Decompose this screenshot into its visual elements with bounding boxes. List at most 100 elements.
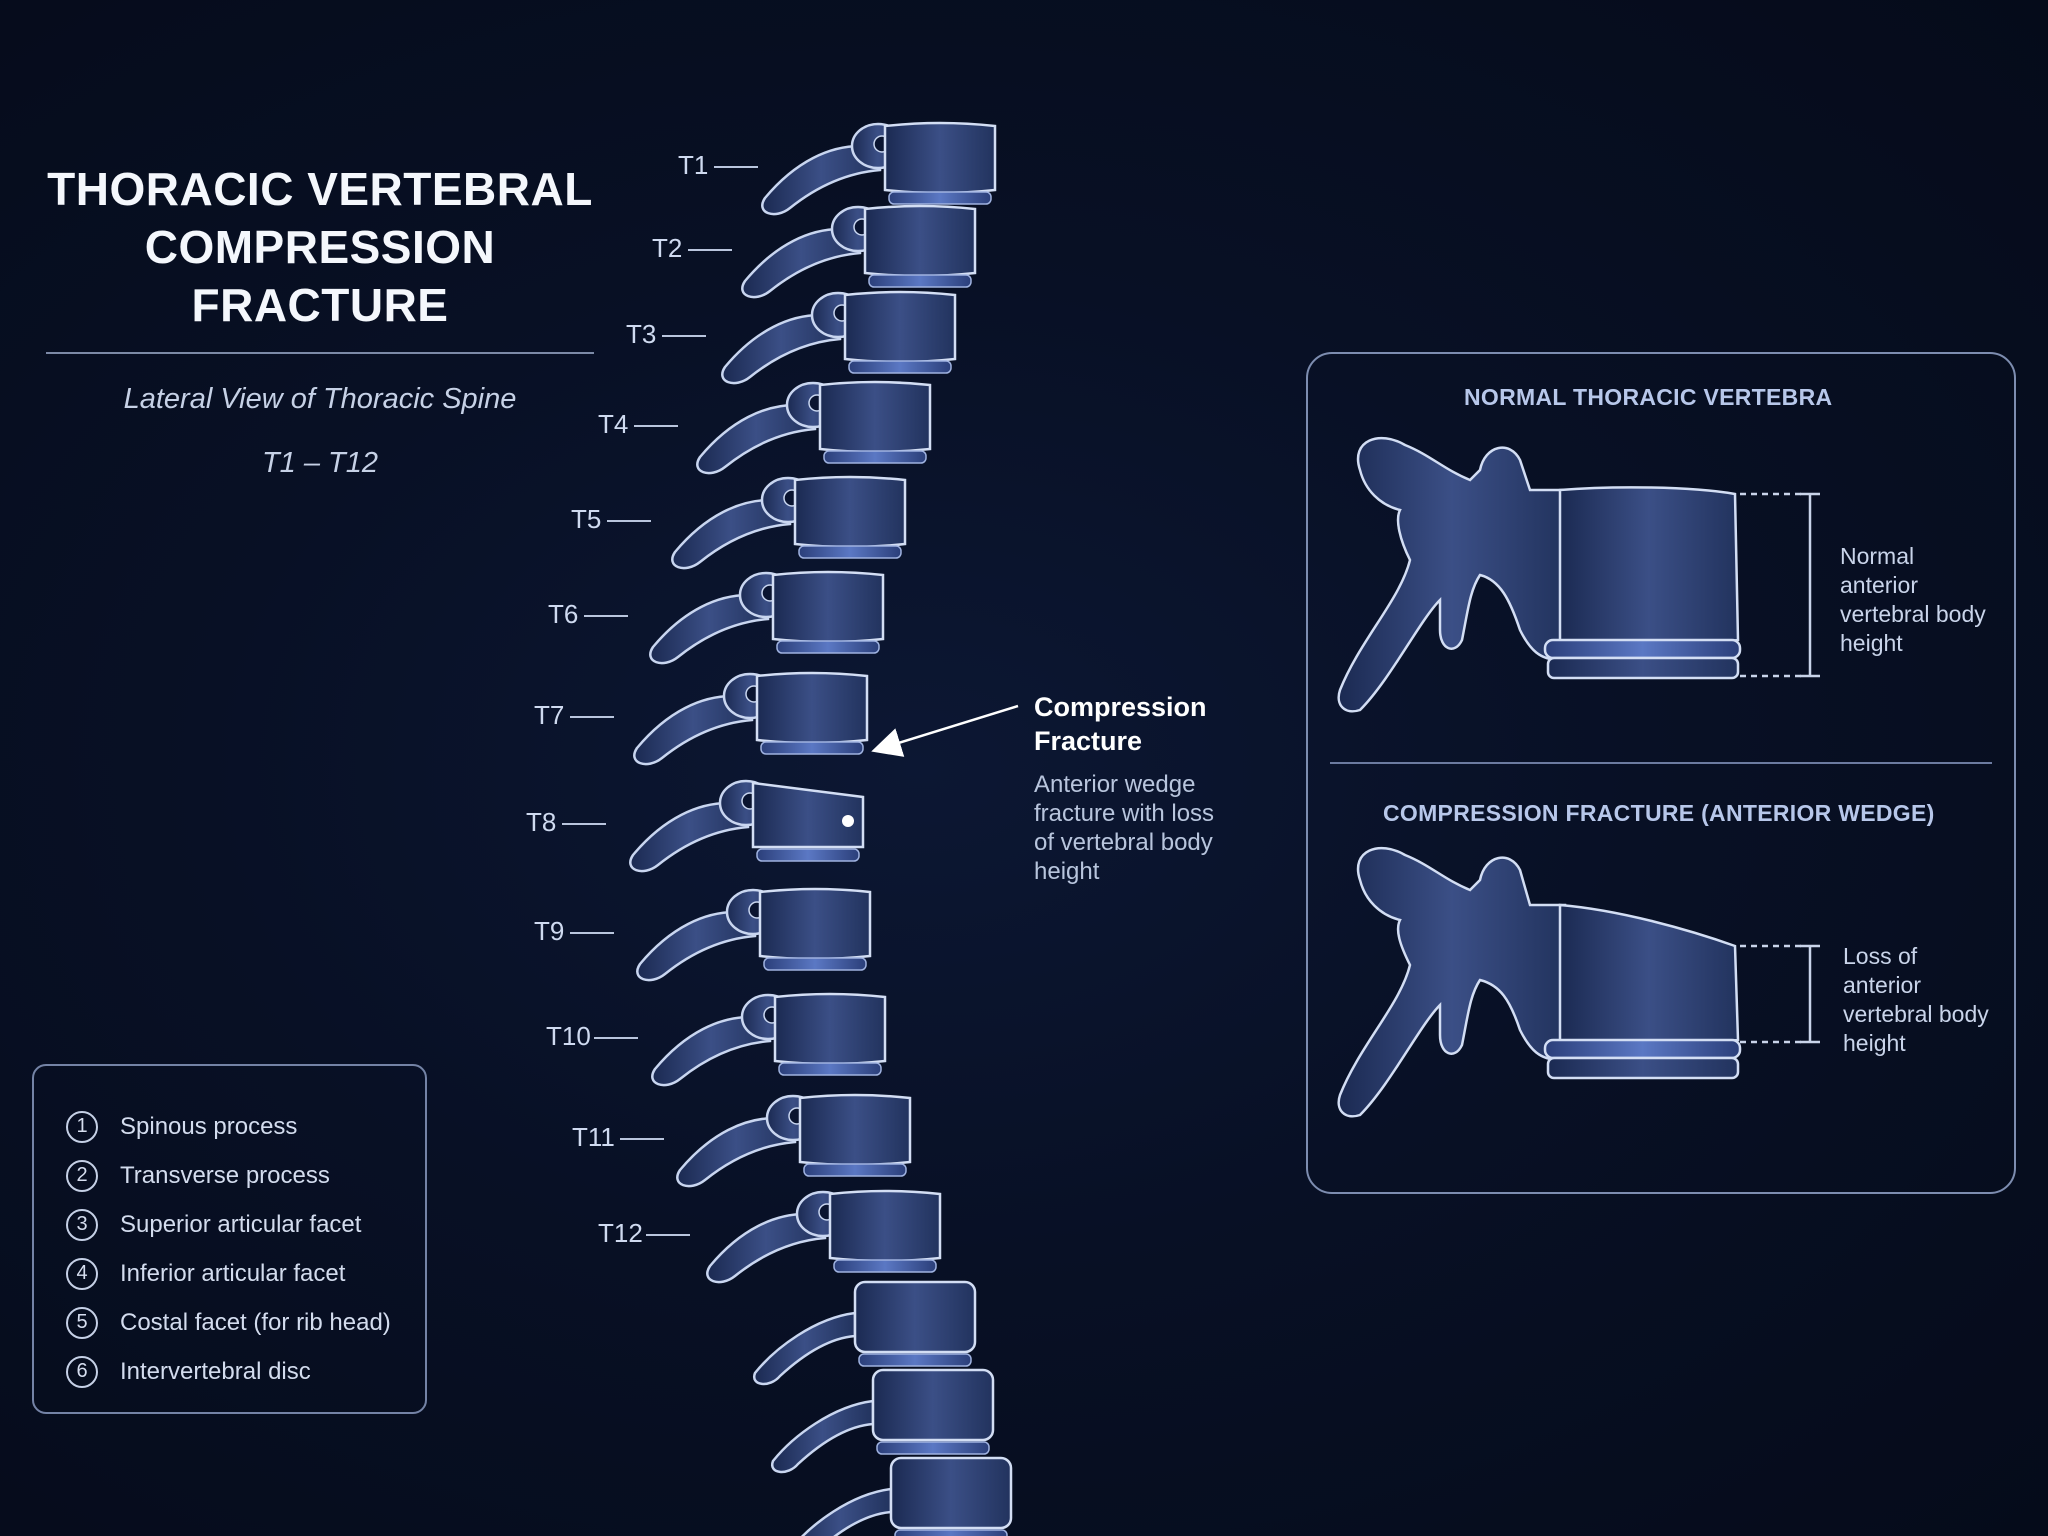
spinous-process xyxy=(636,910,757,982)
legend-number: 5 xyxy=(66,1306,98,1339)
intervertebral-disc xyxy=(848,360,952,374)
vertebra-t12 xyxy=(706,1189,942,1284)
fracture-callout-description: Anterior wedge fracture with loss of ver… xyxy=(1034,770,1234,886)
vertebra-t8 xyxy=(629,779,865,873)
legend-item: 1 Spinous process xyxy=(66,1102,425,1151)
fracture-vertebra-heading: COMPRESSION FRACTURE (ANTERIOR WEDGE) xyxy=(1383,800,1935,826)
lower-vertebra xyxy=(770,1368,995,1474)
fracture-note-line3: vertebral body xyxy=(1843,1001,1989,1027)
normal-height-marker xyxy=(1740,492,1820,678)
fracture-note-line4: height xyxy=(1843,1030,1906,1056)
legend-label: Spinous process xyxy=(120,1112,298,1140)
normal-note-line1: Normal xyxy=(1840,543,1915,569)
level-tick-t12 xyxy=(646,1234,690,1236)
level-label-t3: T3 xyxy=(626,319,657,349)
intervertebral-disc xyxy=(760,741,864,755)
level-label-t12: T12 xyxy=(598,1218,643,1248)
vertebra-t11 xyxy=(676,1093,912,1188)
fracture-point xyxy=(842,815,854,827)
level-tick-t9 xyxy=(570,932,614,934)
intervertebral-disc xyxy=(778,1062,882,1076)
spinous-process xyxy=(741,227,862,299)
level-tick-t6 xyxy=(584,615,628,617)
legend-item: 2 Transverse process xyxy=(66,1151,425,1200)
callout-desc-line1: Anterior wedge xyxy=(1034,771,1196,798)
level-label-t1: T1 xyxy=(678,150,709,180)
level-label-t5: T5 xyxy=(571,504,602,534)
fracture-callout-title: Compression Fracture xyxy=(1034,690,1254,758)
fractured-vertebra-drawing xyxy=(1337,846,1742,1118)
vertebra-t7 xyxy=(633,671,869,766)
lower-vertebra xyxy=(752,1280,977,1386)
level-label-t4: T4 xyxy=(598,409,629,439)
level-label-t2: T2 xyxy=(652,233,683,263)
intervertebral-disc xyxy=(823,450,927,464)
level-tick-t5 xyxy=(607,520,651,522)
vertebra-t10 xyxy=(651,992,887,1087)
normal-height-note: Normal anterior vertebral body height xyxy=(1840,542,2020,658)
fractured-disc xyxy=(1543,1038,1742,1060)
vertebra-t9 xyxy=(636,887,872,982)
vertebral-body xyxy=(751,781,865,849)
intervertebral-disc xyxy=(763,957,867,971)
title-divider xyxy=(46,352,594,354)
normal-vertebra-drawing xyxy=(1337,436,1742,713)
spinous-process xyxy=(671,498,792,570)
subtitle-line2: T1 – T12 xyxy=(261,447,379,479)
legend-number: 2 xyxy=(66,1159,98,1192)
spinous-process xyxy=(761,144,882,216)
level-tick-t11 xyxy=(620,1138,664,1140)
spinous-process xyxy=(651,1015,772,1087)
legend-number: 3 xyxy=(66,1208,98,1241)
spinous-process xyxy=(696,403,817,475)
spinous-process xyxy=(706,1212,827,1284)
page-title-line2: COMPRESSION FRACTURE xyxy=(144,221,496,331)
fracture-height-note: Loss of anterior vertebral body height xyxy=(1843,942,2023,1058)
callout-desc-line4: height xyxy=(1034,858,1100,885)
normal-note-line2: anterior xyxy=(1840,572,1918,598)
legend-item: 6 Intervertebral disc xyxy=(66,1347,425,1396)
vertebra-t1 xyxy=(761,121,997,216)
comparison-inset-panel xyxy=(1306,352,2016,1194)
intervertebral-disc xyxy=(833,1259,937,1273)
level-label-t6: T6 xyxy=(548,599,579,629)
level-label-t10: T10 xyxy=(546,1021,591,1051)
level-label-t11: T11 xyxy=(572,1122,615,1152)
intervertebral-disc xyxy=(803,1163,907,1177)
subtitle-line1: Lateral View of Thoracic Spine xyxy=(123,383,517,415)
fracture-note-line1: Loss of xyxy=(1843,943,1918,969)
legend-number: 6 xyxy=(66,1355,98,1388)
vertebra-t6 xyxy=(649,570,885,665)
level-tick-t4 xyxy=(634,425,678,427)
vertebra-t5 xyxy=(671,475,907,570)
fracture-note-line2: anterior xyxy=(1843,972,1921,998)
vertebra-t2 xyxy=(741,204,977,299)
level-label-t9: T9 xyxy=(534,916,565,946)
level-label-t7: T7 xyxy=(534,700,565,730)
intervertebral-disc xyxy=(756,848,860,862)
level-tick-t8 xyxy=(562,823,606,825)
legend-item: 4 Inferior articular facet xyxy=(66,1249,425,1298)
page-title-line1: THORACIC VERTEBRAL xyxy=(47,163,593,215)
normal-note-line4: height xyxy=(1840,630,1903,656)
callout-title-line2: Fracture xyxy=(1034,726,1143,756)
level-tick-t3 xyxy=(662,335,706,337)
legend-label: Superior articular facet xyxy=(120,1210,362,1238)
vertebra-t3 xyxy=(721,290,957,385)
title-block: THORACIC VERTEBRAL COMPRESSION FRACTURE … xyxy=(40,160,600,482)
callout-title-line1: Compression xyxy=(1034,692,1207,722)
intervertebral-disc xyxy=(868,274,972,288)
legend-item: 3 Superior articular facet xyxy=(66,1200,425,1249)
legend-number: 1 xyxy=(66,1110,98,1143)
spinous-process xyxy=(629,801,750,873)
lower-vertebra xyxy=(801,1456,1013,1536)
normal-note-line3: vertebral body xyxy=(1840,601,1986,627)
spinous-process xyxy=(649,593,770,665)
spinous-process xyxy=(721,313,842,385)
legend-label: Costal facet (for rib head) xyxy=(120,1308,391,1336)
intervertebral-disc xyxy=(888,191,992,205)
intervertebral-disc xyxy=(776,640,880,654)
spinous-process xyxy=(676,1116,797,1188)
